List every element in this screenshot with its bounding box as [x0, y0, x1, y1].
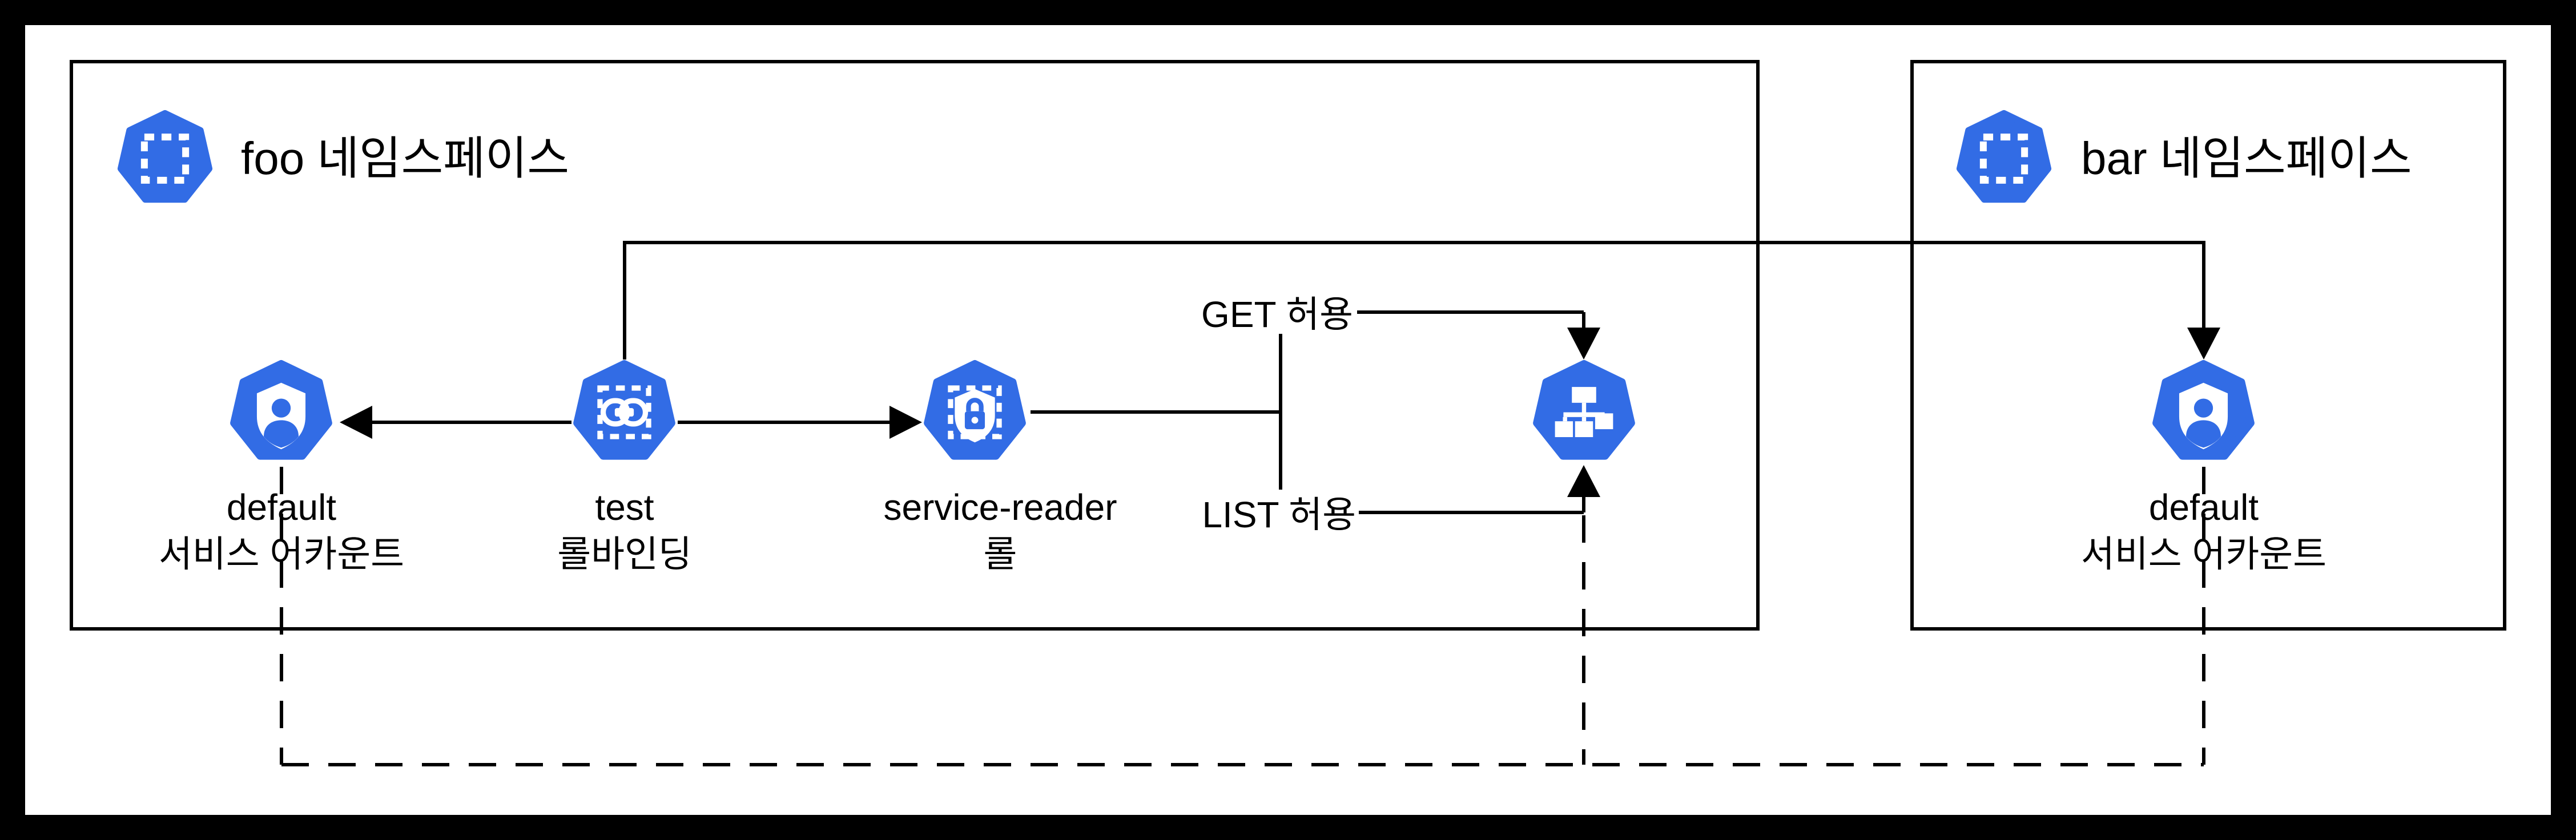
bar-service-account-label: default 서비스 어카운트 — [2004, 484, 2404, 578]
get-permission-label: GET 허용 — [1201, 294, 1353, 335]
rolebinding-name: test — [595, 487, 654, 528]
foo-namespace-icon — [117, 110, 213, 203]
role-icon — [924, 360, 1026, 460]
rolebinding-icon — [573, 360, 675, 460]
role-label: service-reader 롤 — [800, 484, 1200, 578]
foo-service-account-label: default 서비스 어카운트 — [82, 484, 481, 578]
foo-namespace-box — [70, 60, 1760, 631]
role-type: 롤 — [983, 534, 1017, 575]
foo-service-account-icon — [230, 360, 332, 460]
rolebinding-label: test 롤바인딩 — [425, 484, 824, 578]
bar-service-account-name: default — [2148, 487, 2259, 528]
bar-namespace-label: bar 네임스페이스 — [2081, 133, 2412, 184]
rolebinding-to-serviceaccount-arrow — [340, 406, 571, 439]
connector-lines — [280, 241, 2220, 766]
list-permission-label: LIST 허용 — [1202, 494, 1356, 535]
rolebinding-to-role-arrow — [678, 406, 922, 439]
foo-namespace-label: foo 네임스페이스 — [241, 133, 570, 184]
bar-service-account-type: 서비스 어카운트 — [2081, 534, 2327, 575]
role-permissions-branch-line — [1031, 334, 1282, 490]
diagram-canvas: foo 네임스페이스 bar 네임스페이스 default 서비스 어카운트 — [25, 25, 2551, 815]
bar-service-account-icon — [2152, 360, 2255, 460]
rolebinding-type: 롤바인딩 — [557, 534, 692, 575]
foo-service-account-type: 서비스 어카운트 — [159, 534, 404, 575]
bar-namespace-box — [1910, 60, 2506, 631]
get-permission-line — [1357, 310, 1600, 360]
foo-service-account-name: default — [226, 487, 337, 528]
role-name: service-reader — [883, 487, 1117, 528]
serviceaccount-access-dashed-line — [280, 467, 2205, 766]
list-permission-line — [1359, 465, 1600, 514]
service-icon — [1533, 360, 1635, 460]
rolebinding-to-bar-serviceaccount-line — [623, 241, 2220, 360]
bar-namespace-icon — [1956, 110, 2052, 203]
